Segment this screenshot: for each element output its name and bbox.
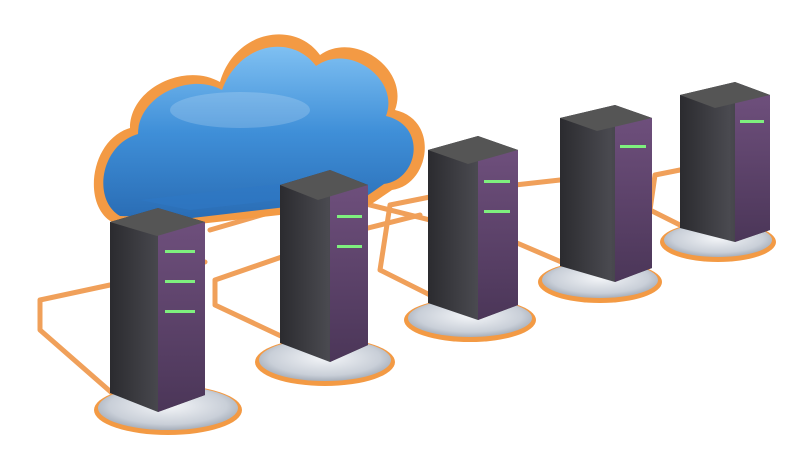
- cable-3: [377, 192, 463, 313]
- server-2: [255, 170, 395, 386]
- server-1: [94, 208, 242, 435]
- server-3: [404, 136, 536, 342]
- server-4: [538, 105, 662, 303]
- server-lights: [165, 120, 764, 313]
- cable-5: [647, 165, 703, 238]
- cloud-icon: [93, 34, 425, 226]
- cable-2: [212, 212, 423, 348]
